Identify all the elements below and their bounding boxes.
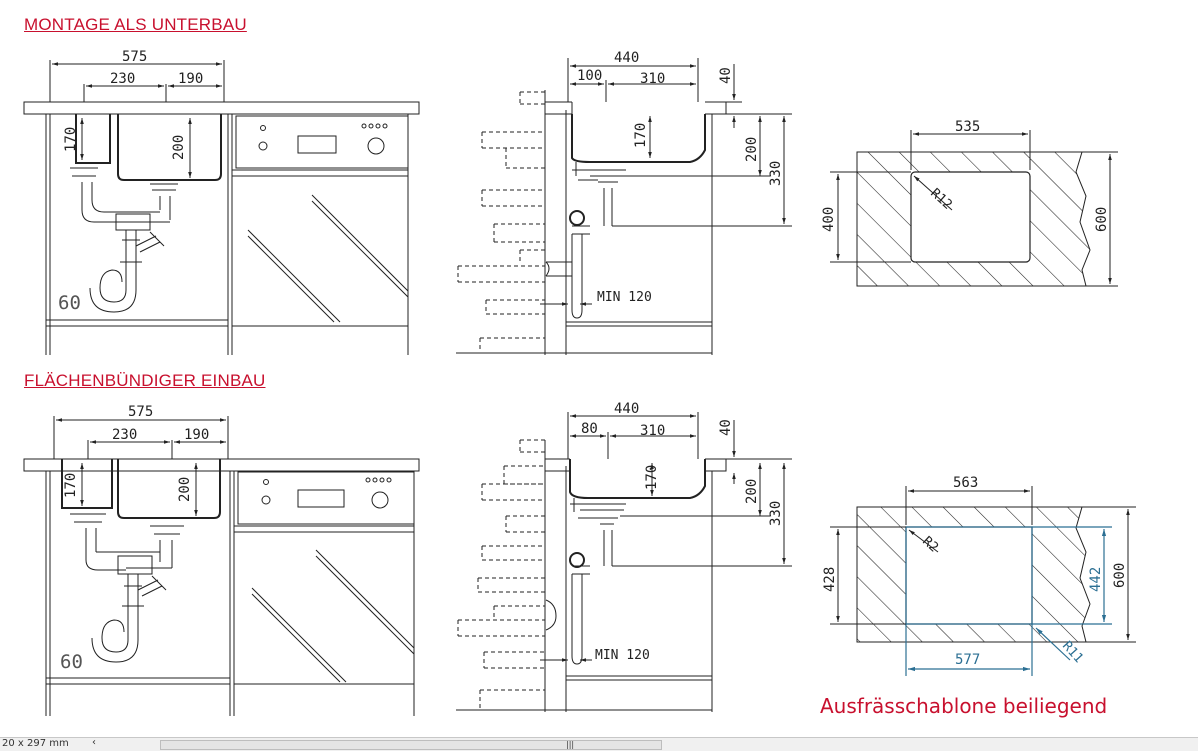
- dim-cutout-height-flush: 428: [822, 567, 838, 592]
- cutout-opening: [910, 171, 1031, 263]
- dishwasher-panel-flush: [237, 471, 415, 525]
- dim-main-bowl-height-flush: 200: [177, 477, 193, 502]
- dishwasher-knob-flush-icon: [371, 491, 389, 509]
- side-bowl: [571, 114, 706, 163]
- dim-template-height: 442: [1088, 567, 1104, 592]
- status-bar: 20 x 297 mm ‹ |||: [0, 737, 1198, 751]
- cabinet-walls: [45, 114, 409, 355]
- dim-small-bowl-height-flush: 170: [63, 473, 79, 498]
- dim-right-width: 190: [178, 71, 203, 87]
- dishwasher-knob-icon: [367, 137, 385, 155]
- dim-side-total-height: 200: [744, 137, 760, 162]
- dishwasher-display: [297, 135, 337, 154]
- small-bowl: [75, 114, 111, 164]
- dim-side-bowl: 310: [640, 71, 665, 87]
- cutout-bottom: 563 428 R2 600 442 577 R11: [822, 475, 1136, 676]
- dim-left-width-flush: 230: [112, 427, 137, 443]
- siphon-trap-icon: [569, 210, 585, 226]
- cabinet-shelves: [46, 169, 408, 327]
- dim-total-width: 575: [122, 49, 147, 65]
- dim-side-lip: 40: [718, 67, 734, 84]
- dishwasher-panel: [235, 115, 409, 169]
- side-view-top: 440 100 310 40 170 200 330 MIN 120: [456, 50, 792, 355]
- dim-right-width-flush: 190: [184, 427, 209, 443]
- countertop: [23, 101, 420, 115]
- paper-size-readout: 20 x 297 mm: [2, 738, 69, 749]
- countertop-flush: [23, 458, 420, 472]
- side-view-bottom: 440 80 310 40 170 200 330 MIN 120: [456, 401, 792, 712]
- horizontal-scrollbar[interactable]: |||: [160, 740, 662, 750]
- heading-flush-mount: FLÄCHENBÜNDIGER EINBAU: [24, 371, 266, 390]
- dim-side-drain-height: 330: [768, 161, 784, 186]
- dim-side-total-height-flush: 200: [744, 479, 760, 504]
- main-bowl-flush: [117, 459, 221, 519]
- main-bowl: [117, 114, 222, 181]
- small-bowl-flush: [61, 459, 113, 509]
- heading-undermount: MONTAGE ALS UNTERBAU: [24, 15, 247, 34]
- dim-side-depth: 440: [614, 50, 639, 66]
- dim-small-bowl-height: 170: [63, 127, 79, 152]
- dim-side-bowl-height: 170: [633, 123, 649, 148]
- dim-cutout-depth: 600: [1094, 207, 1110, 232]
- dim-cutout-depth-flush: 600: [1112, 563, 1128, 588]
- plinth-height-flush: 60: [60, 651, 83, 673]
- router-template-outline: [905, 526, 1033, 625]
- front-view-top: 575 230 190 170 200 60: [23, 49, 420, 355]
- dim-template-width: 577: [955, 652, 980, 668]
- dim-side-depth-flush: 440: [614, 401, 639, 417]
- dim-min-clearance-flush: MIN 120: [595, 648, 650, 663]
- dim-side-bowl-height-flush: 170: [644, 465, 660, 490]
- front-view-bottom: 575 230 190 170 200 60: [23, 404, 420, 716]
- dim-total-width-flush: 575: [128, 404, 153, 420]
- dim-cutout-width-flush: 563: [953, 475, 978, 491]
- siphon-trap-flush-icon: [569, 552, 585, 568]
- dim-cutout-width: 535: [955, 119, 980, 135]
- dim-side-lip-flush: 40: [718, 419, 734, 436]
- dim-side-offset-flush: 80: [581, 421, 598, 437]
- cutout-top: 535 400 R12 600: [821, 119, 1118, 287]
- plinth-height: 60: [58, 292, 81, 314]
- scroll-left-icon[interactable]: ‹: [92, 737, 96, 748]
- dim-template-radius: R11: [1059, 639, 1086, 666]
- dim-min-clearance: MIN 120: [597, 290, 652, 305]
- dim-side-bowl-flush: 310: [640, 423, 665, 439]
- side-bowl-flush: [569, 459, 706, 499]
- dim-side-offset: 100: [577, 68, 602, 84]
- dim-main-bowl-height: 200: [171, 135, 187, 160]
- template-included-note: Ausfrässchablone beiliegend: [820, 694, 1108, 718]
- dim-left-width: 230: [110, 71, 135, 87]
- scrollbar-grip-icon[interactable]: |||: [566, 740, 575, 749]
- dim-side-drain-height-flush: 330: [768, 501, 784, 526]
- dim-cutout-height: 400: [821, 207, 837, 232]
